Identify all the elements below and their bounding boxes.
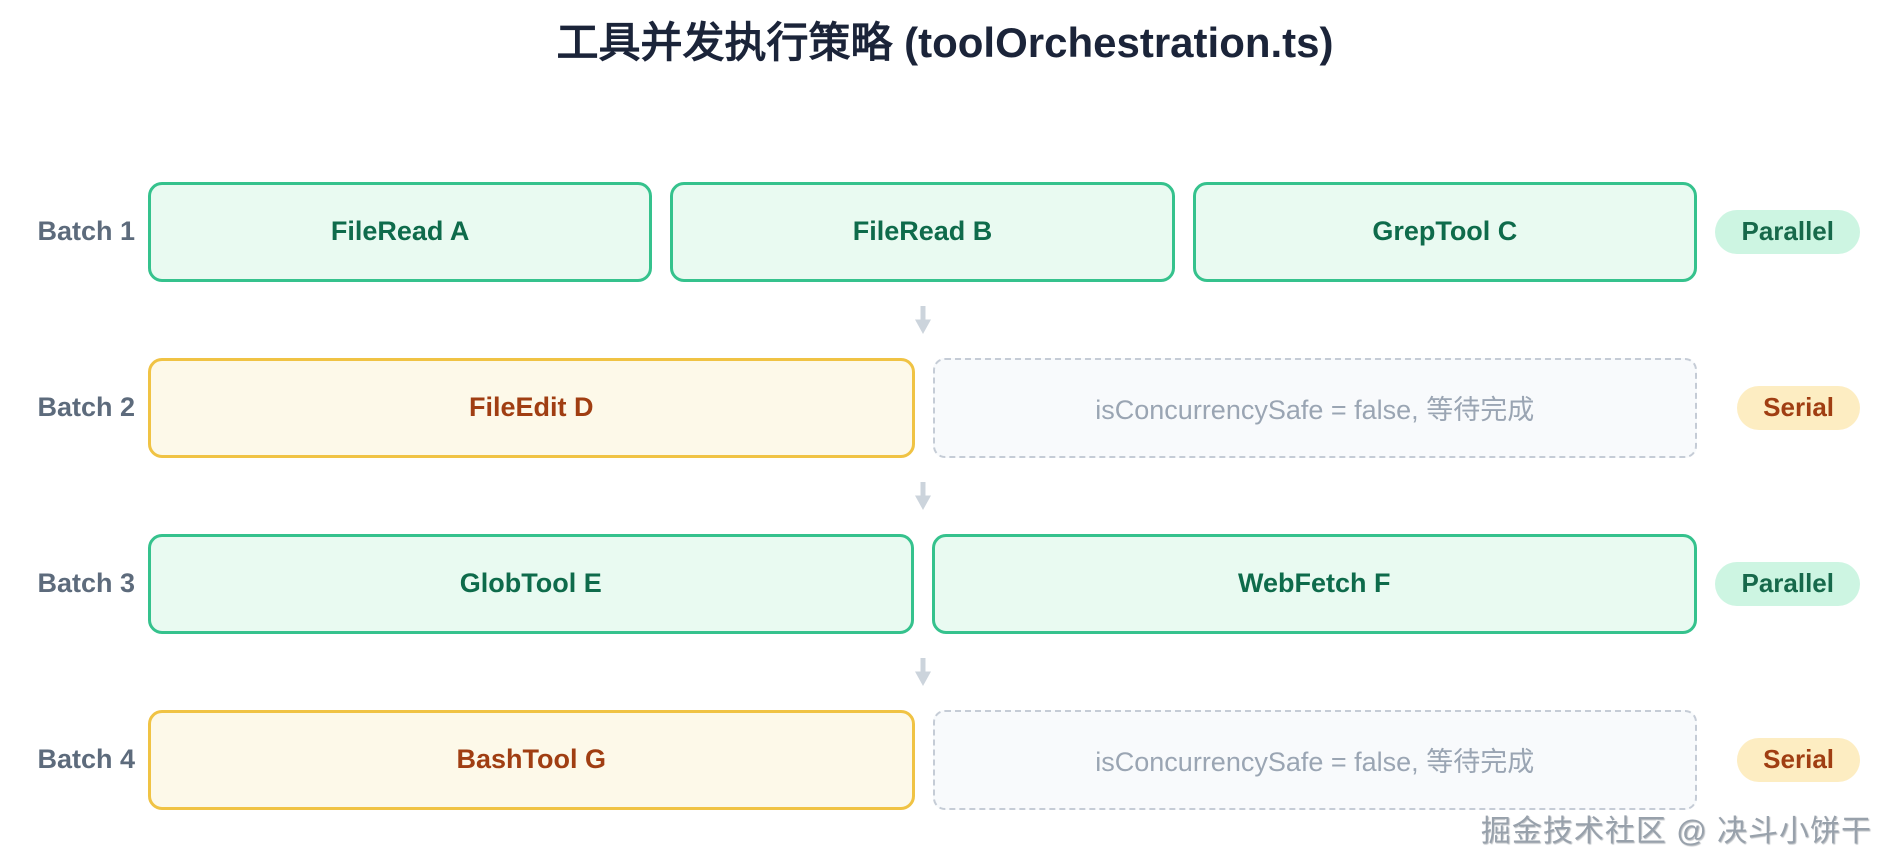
batch-3-boxes: GlobTool E WebFetch F xyxy=(148,533,1697,634)
batch-4-label: Batch 4 xyxy=(37,744,135,775)
wait-note-box: isConcurrencySafe = false, 等待完成 xyxy=(932,357,1697,458)
execution-mode-badge: Parallel xyxy=(1715,209,1860,254)
down-arrow-icon xyxy=(914,657,931,686)
batch-row-4: Batch 4 BashTool G isConcurrencySafe = f… xyxy=(0,709,1890,810)
batch-3-badge-cell: Parallel xyxy=(1710,534,1860,634)
tool-box: FileRead A xyxy=(148,181,653,282)
watermark: 掘金技术社区 @ 决斗小饼干 xyxy=(1480,815,1872,848)
batch-row-3: Batch 3 GlobTool E WebFetch F Parallel xyxy=(0,533,1890,634)
down-arrow-icon xyxy=(914,481,931,510)
tool-box: GlobTool E xyxy=(148,533,914,634)
orchestration-diagram: Batch 1 FileRead A FileRead B GrepTool C… xyxy=(0,181,1890,810)
batch-2-boxes: FileEdit D isConcurrencySafe = false, 等待… xyxy=(148,357,1697,458)
tool-box: BashTool G xyxy=(148,709,915,810)
tool-box: WebFetch F xyxy=(931,533,1697,634)
flow-arrow-row xyxy=(0,634,1890,710)
tool-box: FileEdit D xyxy=(148,357,915,458)
batch-row-1: Batch 1 FileRead A FileRead B GrepTool C… xyxy=(0,181,1890,282)
batch-2-label: Batch 2 xyxy=(37,392,135,423)
batch-row-2: Batch 2 FileEdit D isConcurrencySafe = f… xyxy=(0,357,1890,458)
batch-2-badge-cell: Serial xyxy=(1710,358,1860,458)
execution-mode-badge: Serial xyxy=(1737,385,1860,430)
batch-3-label: Batch 3 xyxy=(37,568,135,599)
flow-arrow-row xyxy=(0,458,1890,534)
batch-1-boxes: FileRead A FileRead B GrepTool C xyxy=(148,181,1697,282)
flow-arrow-row xyxy=(0,282,1890,358)
execution-mode-badge: Parallel xyxy=(1715,561,1860,606)
page-title: 工具并发执行策略 (toolOrchestration.ts) xyxy=(556,19,1334,66)
down-arrow-icon xyxy=(914,305,931,334)
batch-1-badge-cell: Parallel xyxy=(1710,182,1860,282)
wait-note-box: isConcurrencySafe = false, 等待完成 xyxy=(932,709,1697,810)
tool-box: FileRead B xyxy=(670,181,1175,282)
batch-4-badge-cell: Serial xyxy=(1710,710,1860,810)
batch-1-label: Batch 1 xyxy=(37,216,135,247)
batch-4-boxes: BashTool G isConcurrencySafe = false, 等待… xyxy=(148,709,1697,810)
execution-mode-badge: Serial xyxy=(1737,737,1860,782)
tool-box: GrepTool C xyxy=(1192,181,1697,282)
